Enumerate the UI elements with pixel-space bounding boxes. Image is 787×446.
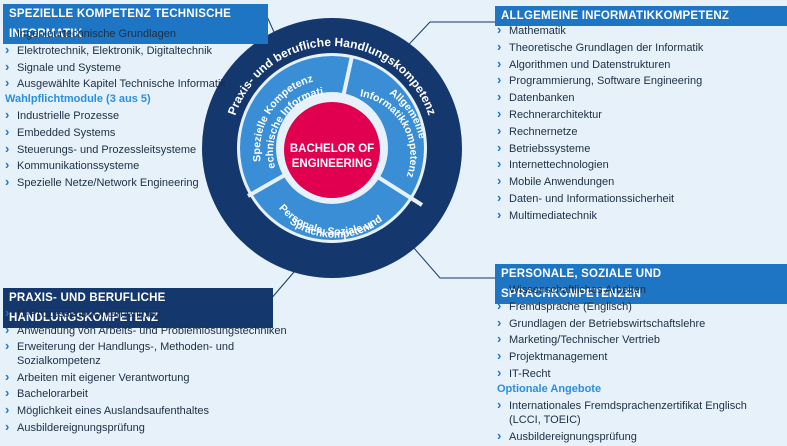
list-item: Ausbildereignungsprüfung (495, 428, 780, 446)
list-item: IT-Prozesse im Unternehmen (3, 305, 283, 323)
list-informatics: Mathematik Theoretische Grundlagen der I… (495, 22, 703, 225)
list-item: Ausbildereignungsprüfung (3, 419, 283, 437)
panel-title-informatics: ALLGEMEINE INFORMATIKKOMPETENZ (495, 6, 787, 26)
center-circle (284, 102, 380, 198)
list-item: Steuerungs- und Prozessleitsysteme (3, 141, 199, 159)
list-item: Internettechnologien (495, 156, 703, 174)
list-item: Daten- und Informationssicherheit (495, 190, 703, 208)
list-item: Elektrotechnik, Elektronik, Digitaltechn… (3, 42, 226, 60)
subhead-optional: Optionale Angebote (497, 383, 602, 395)
list-item: Marketing/Technischer Vertrieb (495, 331, 705, 349)
list-practice: IT-Prozesse im Unternehmen Anwendung von… (3, 305, 287, 437)
list-item: Rechnernetze (495, 123, 703, 141)
list-item: Anwendung von Arbeits- und Problemlösung… (3, 322, 287, 340)
list-item: Bachelorarbeit (3, 385, 283, 403)
list-item: Spezielle Netze/Network Engineering (3, 174, 199, 192)
list-item: Erweiterung der Handlungs-, Methoden- un… (3, 339, 247, 368)
list-item: Industrielle Prozesse (3, 107, 199, 125)
list-item: Datenbanken (495, 89, 703, 107)
list-item: Grundlagen der Betriebswirtschaftslehre (495, 315, 705, 333)
center-label-1: BACHELOR OF (290, 143, 374, 155)
list-item: Rechnerarchitektur (495, 106, 703, 124)
center-label-2: ENGINEERING (292, 158, 373, 170)
list-personal: Wissenschaftliches Arbeiten Fremdsprache… (495, 281, 705, 383)
subhead-elective: Wahlpflichtmodule (3 aus 5) (5, 93, 151, 105)
list-item: Internationales Fremdsprachenzertifikat … (495, 398, 769, 427)
list-item: Möglichkeit eines Auslandsaufenthaltes (3, 402, 283, 420)
list-item: Signale und Systeme (3, 59, 226, 77)
list-item: Projektmanagement (495, 348, 705, 366)
list-elective: Industrielle Prozesse Embedded Systems S… (3, 107, 199, 192)
list-item: Multimediatechnik (495, 207, 703, 225)
list-item: Betriebssysteme (495, 140, 703, 158)
list-item: Kommunikationssysteme (3, 157, 199, 175)
list-item: Mathematik (495, 22, 703, 40)
list-item: IT-Recht (495, 365, 705, 383)
list-item: Ausgewählte Kapitel Technische Informati… (3, 75, 226, 93)
list-technical: Ingenieurtechnische Grundlagen Elektrote… (3, 25, 226, 93)
list-optional: Internationales Fremdsprachenzertifikat … (495, 398, 780, 446)
list-item: Wissenschaftliches Arbeiten (495, 281, 705, 299)
list-item: Ingenieurtechnische Grundlagen (3, 25, 226, 43)
list-item: Algorithmen und Datenstrukturen (495, 56, 703, 74)
list-item: Embedded Systems (3, 124, 199, 142)
list-item: Mobile Anwendungen (495, 173, 703, 191)
list-item: Programmierung, Software Engineering (495, 72, 703, 90)
list-item: Arbeiten mit eigener Verantwortung (3, 369, 283, 387)
list-item: Fremdsprache (Englisch) (495, 298, 705, 316)
list-item: Theoretische Grundlagen der Informatik (495, 39, 703, 57)
